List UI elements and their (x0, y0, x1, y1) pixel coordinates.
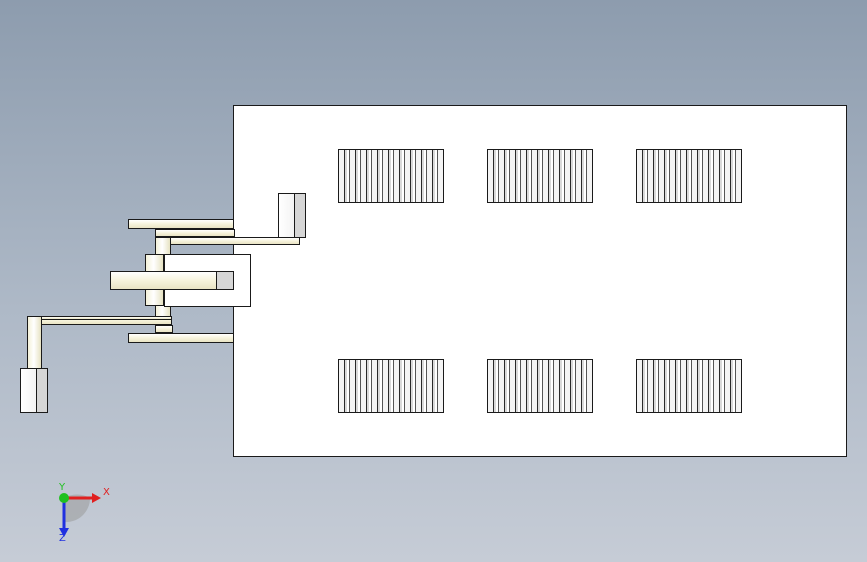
z-axis-label: Z (59, 533, 66, 544)
y-axis-label: Y (59, 482, 66, 493)
x-axis-arrow (92, 493, 101, 503)
lower-rail[interactable] (128, 333, 234, 343)
lower-rail-short[interactable] (155, 325, 173, 333)
end-block-face (36, 368, 48, 413)
z-axis-arrow (59, 528, 69, 537)
fin-block-top-1[interactable] (338, 149, 444, 203)
upper-rail-inner[interactable] (155, 229, 235, 237)
lower-arm-rail-inner[interactable] (33, 316, 172, 320)
middle-cylinder-end (216, 271, 234, 290)
y-axis-dot (59, 493, 69, 503)
fin-block-bottom-1[interactable] (338, 359, 444, 413)
fin-block-bottom-3[interactable] (636, 359, 742, 413)
triad-graphic (59, 493, 101, 537)
x-axis-label: X (103, 487, 110, 498)
link-rail[interactable] (160, 237, 300, 245)
upper-rail[interactable] (128, 219, 234, 229)
fin-block-top-2[interactable] (487, 149, 593, 203)
triad-shadow (64, 494, 91, 523)
orientation-triad[interactable]: X Y Z (40, 478, 120, 548)
fin-block-top-3[interactable] (636, 149, 742, 203)
upper-bracket-face (294, 193, 306, 238)
fin-block-bottom-2[interactable] (487, 359, 593, 413)
hanging-arm[interactable] (27, 316, 42, 370)
